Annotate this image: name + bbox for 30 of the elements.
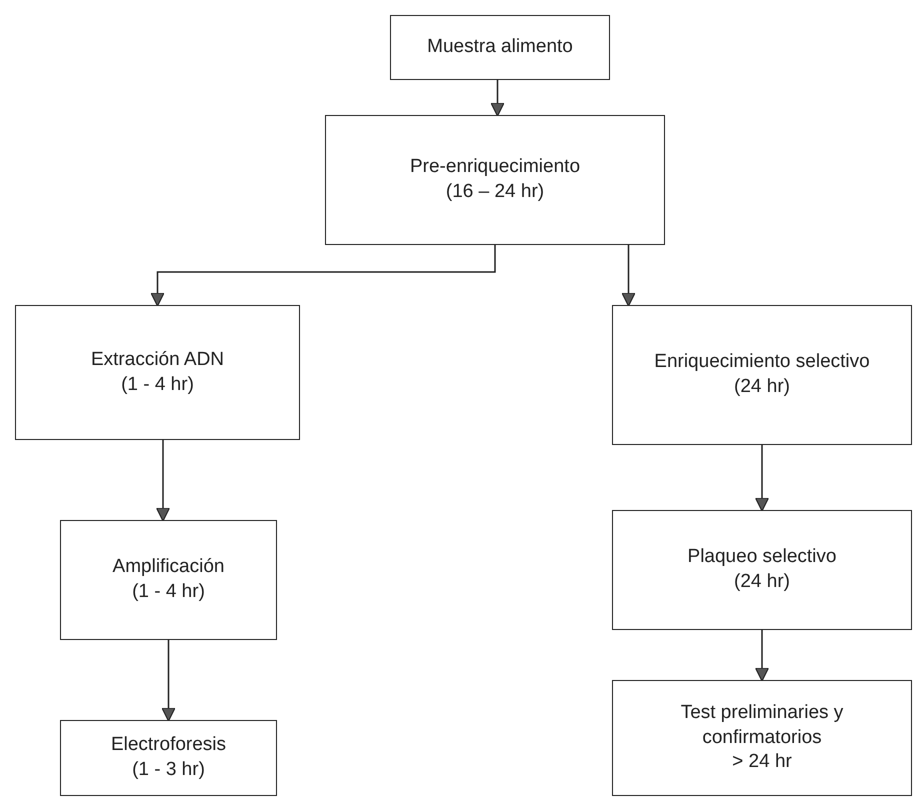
- step-label: Pre-enriquecimiento: [410, 155, 580, 180]
- duration-label: (24 hr): [734, 570, 790, 594]
- process-box: [325, 115, 665, 245]
- duration-label: (24 hr): [734, 375, 790, 399]
- duration-label: (1 - 4 hr): [132, 580, 205, 604]
- process-box: [612, 305, 912, 445]
- duration-label: > 24 hr: [732, 750, 792, 774]
- step-label: Plaqueo selectivo: [688, 545, 836, 570]
- arrow: [754, 445, 770, 512]
- process-box: [60, 720, 277, 796]
- arrow: [490, 80, 505, 117]
- duration-label: (16 – 24 hr): [446, 180, 544, 204]
- step-label: Extracción ADN: [90, 348, 224, 372]
- process-box: [390, 15, 610, 80]
- arrow: [156, 440, 170, 522]
- arrow: [621, 245, 636, 307]
- process-box: [612, 510, 912, 630]
- step-label: Enriquecimiento selectivo: [654, 350, 870, 374]
- arrow: [150, 245, 496, 307]
- step-label: Test preliminaries y confirmatorios: [680, 700, 844, 750]
- duration-label: (1 - 3 hr): [132, 758, 205, 782]
- duration-label: (1 - 4 hr): [121, 372, 194, 396]
- arrow: [161, 640, 176, 722]
- arrow: [754, 630, 770, 682]
- step-label: Amplificación: [112, 555, 224, 580]
- process-box: [612, 680, 912, 796]
- step-label: Electroforesis: [110, 733, 226, 758]
- step-label: Muestra alimento: [427, 35, 573, 60]
- process-box: [15, 305, 300, 440]
- process-box: [60, 520, 277, 640]
